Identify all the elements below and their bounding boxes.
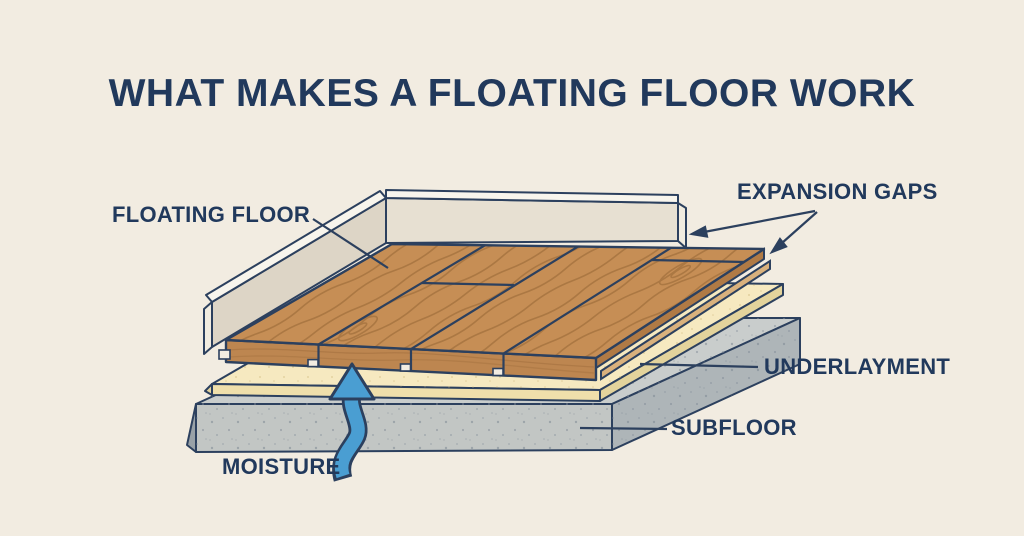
plank-front-grain <box>227 355 595 374</box>
wall-back-top-strip <box>385 189 679 204</box>
plank-top-outline <box>224 242 766 360</box>
expansion-gap-pointer-right <box>769 211 818 255</box>
expansion-gap-pointer-left <box>688 209 816 238</box>
tongue-groove-notches <box>218 349 504 377</box>
subfloor-leader <box>579 426 668 431</box>
page-title: WHAT MAKES A FLOATING FLOOR WORK <box>108 72 916 115</box>
underlayment-leader <box>639 362 759 369</box>
underlayment-left-sliver <box>204 383 213 396</box>
label-underlayment: UNDERLAYMENT <box>764 354 951 379</box>
floating-floor-planks <box>218 242 771 382</box>
wall <box>203 189 687 355</box>
wall-back-face <box>385 197 679 244</box>
wall-left-end-cap <box>203 301 213 355</box>
wall-left-top-strip <box>205 190 387 303</box>
label-moisture: MOISTURE <box>222 454 341 479</box>
underlayment-right-face <box>599 283 784 402</box>
label-floating-floor: FLOATING FLOOR <box>112 202 311 227</box>
label-subfloor: SUBFLOOR <box>671 415 797 440</box>
label-expansion-gaps: EXPANSION GAPS <box>737 179 938 204</box>
plank-butt-joint <box>421 281 515 287</box>
moisture-arrow-tail <box>334 393 365 479</box>
plank-butt-joint <box>650 258 745 264</box>
wall-right-end-cap <box>677 202 687 249</box>
moisture-arrow-head <box>328 362 376 401</box>
plank-front-grain <box>227 348 595 368</box>
leader-lines <box>312 209 818 431</box>
subfloor-left-sliver <box>186 403 197 453</box>
floating-floor-leader <box>312 218 389 269</box>
plank-side-tongue <box>600 259 771 381</box>
moisture-arrow-icon <box>328 362 376 482</box>
